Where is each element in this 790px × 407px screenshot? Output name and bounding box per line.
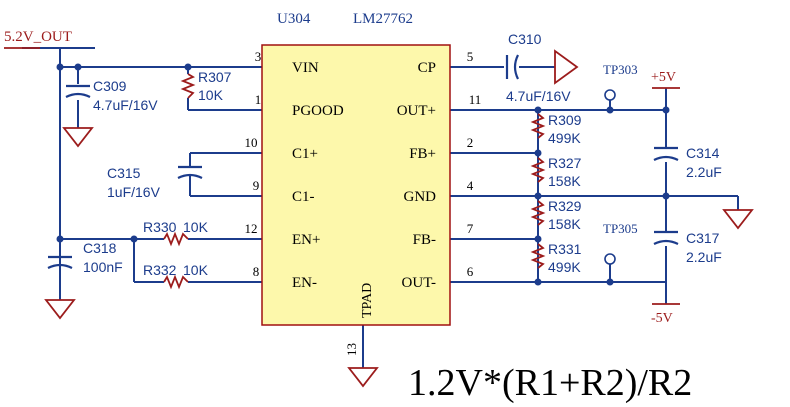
pin-num-6: 6 [467,264,474,279]
r307-symbol [180,73,196,99]
pin-name-vin: VIN [292,60,319,76]
chip-body [261,44,451,326]
r330-symbol [163,231,189,247]
r329-symbol [530,200,546,226]
pin-name-c1plus: C1+ [292,146,318,162]
pin-name-fbminus: FB- [413,232,436,248]
junctions [56,63,670,286]
pin-name-outplus: OUT+ [397,103,436,119]
r307-ref: R307 [198,69,232,85]
r327-symbol [530,157,546,183]
c310-ref: C310 [508,31,542,47]
chip-ref: U304 [277,11,311,27]
pin-num-13: 13 [344,343,359,356]
net-label-plus5v: +5V [651,70,676,85]
c318-value: 100nF [83,259,123,275]
tp303-ref: TP303 [603,62,638,77]
r331-symbol [530,243,546,269]
pin-num-4: 4 [467,178,474,193]
c310-symbol [505,54,519,80]
tp303-symbol [604,89,616,101]
ground-symbol-gnd [722,209,754,230]
net-label-5v2-out: 5.2V_OUT [4,29,72,45]
pin-num-10: 10 [245,135,258,150]
pin-num-7: 7 [467,221,474,236]
ground-symbol-c318 [44,299,76,320]
r331-ref: R331 [548,241,582,257]
r309-ref: R309 [548,112,582,128]
pin-name-enminus: EN- [292,275,317,291]
cp-arrow-symbol [554,49,579,85]
c314-symbol [653,146,679,161]
r332-ref: R332 [143,262,177,278]
c309-symbol [65,84,91,98]
c310-value: 4.7uF/16V [506,88,571,104]
ground-symbol-c309 [62,127,94,148]
r331-value: 499K [548,259,581,275]
pin-num-1: 1 [255,92,262,107]
r309-value: 499K [548,130,581,146]
net-label-minus5v: -5V [651,311,673,326]
c315-value: 1uF/16V [107,184,161,200]
pin-name-gnd: GND [404,189,437,205]
r330-ref: R330 [143,219,177,235]
pin-name-pgood: PGOOD [292,103,344,119]
pin-name-cp: CP [418,60,436,76]
r330-value: 10K [183,219,209,235]
c318-symbol [47,255,73,269]
pin-name-fbplus: FB+ [409,146,436,162]
c317-value: 2.2uF [686,249,722,265]
tp305-symbol [604,253,616,265]
pin-name-outminus: OUT- [402,275,436,291]
c315-symbol [177,165,203,179]
r327-ref: R327 [548,155,582,171]
c314-value: 2.2uF [686,164,722,180]
r309-symbol [530,113,546,139]
r327-value: 158K [548,173,581,189]
c317-symbol [653,230,679,245]
pin-name-enplus: EN+ [292,232,320,248]
r329-ref: R329 [548,198,582,214]
pin-num-9: 9 [253,178,260,193]
r307-value: 10K [198,87,224,103]
r332-symbol [163,274,189,290]
pin-num-11: 11 [469,92,482,107]
pin-num-8: 8 [253,264,260,279]
pin-num-5: 5 [467,49,474,64]
formula-text: 1.2V*(R1+R2)/R2 [408,362,692,404]
pin-name-c1minus: C1- [292,189,315,205]
r332-value: 10K [183,262,209,278]
chip-part: LM27762 [353,11,413,27]
c309-value: 4.7uF/16V [93,97,158,113]
pin-name-tpad: TPAD [360,283,375,318]
c315-ref: C315 [107,165,141,181]
r329-value: 158K [548,216,581,232]
pin-num-3: 3 [255,49,262,64]
c318-ref: C318 [83,240,117,256]
c309-ref: C309 [93,78,127,94]
pin-num-12: 12 [245,221,258,236]
tp305-ref: TP305 [603,221,638,236]
c317-ref: C317 [686,230,720,246]
pin-num-2: 2 [467,135,474,150]
ground-symbol-tpad [347,367,379,388]
c314-ref: C314 [686,145,720,161]
